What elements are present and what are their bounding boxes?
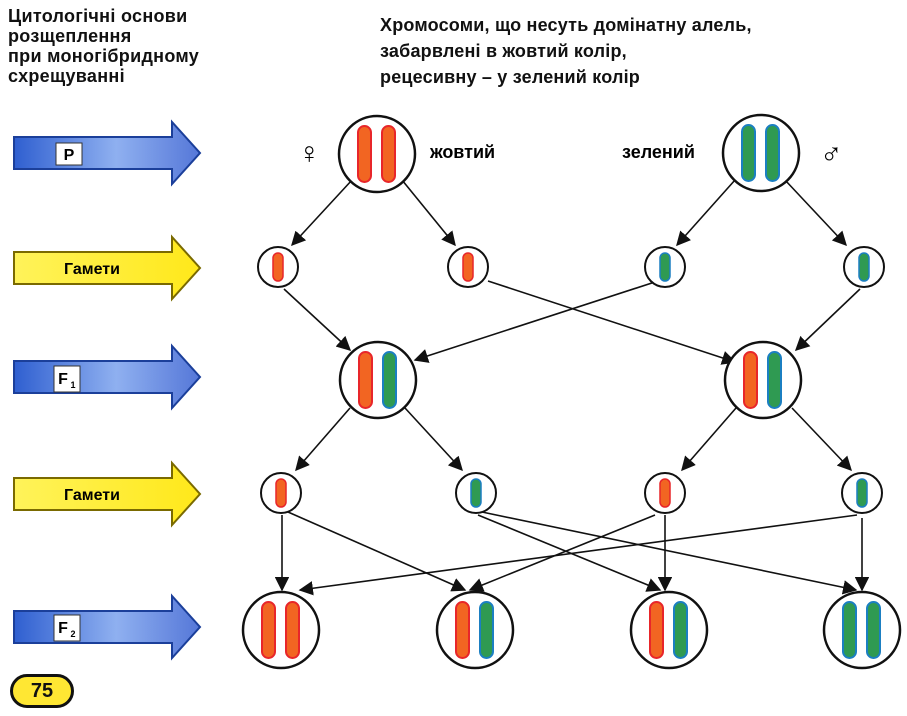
arrow	[298, 514, 858, 596]
row-label-f2: F	[58, 620, 68, 637]
note-line: забарвлені в жовтий колір,	[380, 41, 627, 61]
title-line: схрещуванні	[8, 66, 125, 86]
row-arrow-p: P	[13, 119, 202, 187]
row-label-p: P	[64, 147, 75, 164]
female-phenotype-label: жовтий	[429, 142, 495, 162]
row-arrow-gametes-2: Гамети	[13, 460, 202, 528]
cell-parent-female	[337, 114, 417, 194]
arrow	[791, 407, 852, 472]
arrow	[287, 511, 467, 592]
chromosome-recessive	[767, 351, 782, 409]
row-label-box	[53, 614, 81, 642]
arrow	[681, 407, 737, 472]
page-number-badge: 75	[10, 674, 74, 708]
male-symbol-icon: ♂	[820, 137, 843, 170]
row-label-gametes-2: Гамети	[64, 487, 120, 504]
cell-f1-hybrid	[723, 340, 803, 420]
row-arrow-gametes-1: Гамети	[13, 234, 202, 302]
chromosome-dominant	[743, 351, 758, 409]
gamete-dominant	[447, 246, 489, 288]
gamete-recessive	[644, 246, 686, 288]
diagram-title: Цитологічні основи розщеплення при моног…	[8, 6, 308, 86]
chromosome-recessive	[765, 124, 780, 182]
arrow	[468, 514, 656, 592]
arrow	[283, 288, 352, 351]
cell-f2-heterozygous	[435, 590, 515, 670]
arrow	[676, 179, 736, 247]
cell-f2-heterozygous	[629, 590, 709, 670]
arrow	[413, 280, 659, 363]
arrow	[794, 288, 861, 351]
chromosome-recessive	[382, 351, 397, 409]
cell-f1-hybrid	[338, 340, 418, 420]
row-label-box	[53, 365, 81, 393]
title-line: Цитологічні основи	[8, 6, 188, 26]
cross-arrows	[274, 179, 870, 596]
title-line: при моногібридному	[8, 46, 200, 66]
female-symbol-icon: ♀	[298, 137, 321, 170]
chromosome-dominant	[381, 125, 396, 183]
arrow	[404, 407, 463, 472]
row-arrow-f2: F 2	[13, 593, 202, 661]
arrow	[295, 407, 351, 472]
row-label-f1-sub: 1	[70, 380, 75, 390]
gamete-recessive	[843, 246, 885, 288]
cell-f2-homozygous-dominant	[241, 590, 321, 670]
chromosome-dominant	[358, 351, 373, 409]
gamete-dominant	[257, 246, 299, 288]
arrow	[784, 179, 847, 247]
arrow	[291, 179, 353, 247]
chromosome-recessive	[741, 124, 756, 182]
row-label-box	[55, 142, 83, 166]
cells	[241, 113, 902, 670]
row-label-f1: F	[58, 371, 68, 388]
arrow	[477, 514, 662, 592]
cell-f2-homozygous-recessive	[822, 590, 902, 670]
row-arrows: P Гамети F 1 Гамети F 2	[13, 119, 202, 661]
gamete-dominant	[644, 472, 686, 514]
cell-parent-male	[721, 113, 801, 193]
arrow	[481, 511, 858, 595]
gamete-recessive	[841, 472, 883, 514]
row-label-f2-sub: 2	[70, 629, 75, 639]
note-line: рецесивну – у зелений колір	[380, 67, 640, 87]
arrow	[401, 179, 456, 247]
chromosome-dominant	[357, 125, 372, 183]
gamete-recessive	[455, 472, 497, 514]
row-arrow-f1: F 1	[13, 343, 202, 411]
male-phenotype-label: зелений	[622, 142, 695, 162]
row-label-gametes-1: Гамети	[64, 261, 120, 278]
arrow	[487, 280, 737, 365]
title-line: розщеплення	[8, 26, 132, 46]
note-line: Хромосоми, що несуть домінатну алель,	[380, 15, 752, 35]
color-legend-note: Хромосоми, що несуть домінатну алель, за…	[380, 12, 880, 90]
gamete-dominant	[260, 472, 302, 514]
